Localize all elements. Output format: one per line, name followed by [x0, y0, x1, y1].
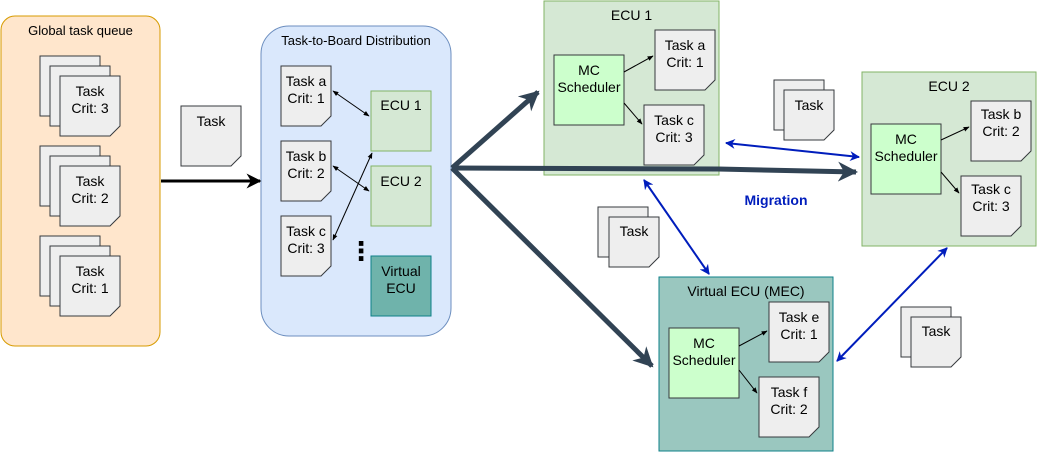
dist-task-b-label: Task b Crit: 2 [285, 148, 327, 181]
assign-a-ecu1 [332, 90, 370, 117]
ecu2-title: ECU 2 [928, 78, 970, 94]
dist-task-b-doc [280, 140, 332, 202]
ecu2-scheduler-label: MC Scheduler [874, 131, 938, 164]
dist-task-c-doc [280, 215, 332, 277]
vecu-scheduler-box [668, 327, 740, 399]
dist-to-vecu-arrow [450, 166, 654, 368]
vecu-sched-to-e [738, 330, 768, 347]
queue-stack-1 [39, 235, 121, 317]
ecu1-title: ECU 1 [610, 7, 653, 23]
incoming-task-label: Task [196, 113, 226, 129]
queue-task-crit2-label: Task Crit: 2 [71, 173, 109, 206]
incoming-task-doc [180, 105, 242, 167]
ecu1-task-c-doc [643, 104, 705, 166]
vecu-task-e-label: Task e Crit: 1 [778, 309, 820, 342]
migration-ecu2-vecu [836, 247, 948, 362]
migration-stack-top [773, 79, 835, 141]
ecu1-sched-to-c [623, 102, 643, 125]
queue-task-crit1-label: Task Crit: 1 [71, 263, 109, 296]
ecu2-sched-to-b [940, 126, 970, 141]
board-ecu1 [370, 90, 432, 152]
migration-ecu1-vecu [643, 179, 710, 275]
vecu-scheduler-label: MC Scheduler [672, 335, 736, 368]
ecu1-sched-to-a [623, 55, 654, 73]
distribution-title: Task-to-Board Distribution [281, 33, 431, 48]
migration-label: Migration [744, 192, 808, 208]
board-virtual-ecu [370, 255, 432, 317]
ecu2-task-b-doc [970, 100, 1032, 162]
vecu-task-e-doc [768, 301, 830, 363]
migration-task-mid-label: Task [619, 223, 649, 239]
board-ecu2 [370, 165, 432, 227]
queue-stack-3 [39, 55, 121, 137]
dist-task-a-doc [280, 65, 332, 127]
migration-task-bottom-label: Task [921, 323, 951, 339]
ecu2-scheduler-box [870, 123, 942, 195]
migration-ecu1-ecu2 [725, 138, 860, 162]
dist-task-a-label: Task a Crit: 1 [285, 73, 327, 106]
migration-task-top-label: Task [794, 97, 824, 113]
board-virtual-ecu-label: Virtual ECU [381, 263, 421, 296]
ecu1-task-c-label: Task c Crit: 3 [654, 112, 694, 145]
vecu-task-f-label: Task f Crit: 2 [770, 384, 808, 417]
dist-task-c-label: Task c Crit: 3 [286, 223, 326, 256]
board-ellipsis: ⋮ [348, 236, 374, 266]
board-ecu2-label: ECU 2 [380, 173, 422, 189]
ecu2-sched-to-c [940, 171, 960, 194]
board-ecu1-label: ECU 1 [380, 97, 422, 113]
global-queue-title: Global task queue [28, 23, 133, 38]
dist-to-ecu2-arrow [451, 161, 858, 182]
vecu-sched-to-f [738, 369, 758, 394]
ecu2-task-c-label: Task c Crit: 3 [971, 181, 1011, 214]
queue-task-crit3-label: Task Crit: 3 [71, 83, 109, 116]
ecu2-task-c-doc [960, 175, 1022, 237]
ecu1-scheduler-label: MC Scheduler [557, 62, 621, 95]
vecu-title: Virtual ECU (MEC) [687, 283, 805, 299]
assign-c-ecu1 [332, 152, 373, 241]
ecu1-task-a-label: Task a Crit: 1 [664, 37, 706, 70]
dist-to-ecu1-arrow [450, 90, 540, 170]
queue-stack-2 [39, 145, 121, 227]
ecu2-task-b-label: Task b Crit: 2 [980, 106, 1022, 139]
ecu1-task-a-doc [654, 29, 716, 91]
ecu1-scheduler-box [553, 54, 625, 126]
vecu-task-f-doc [758, 376, 820, 438]
